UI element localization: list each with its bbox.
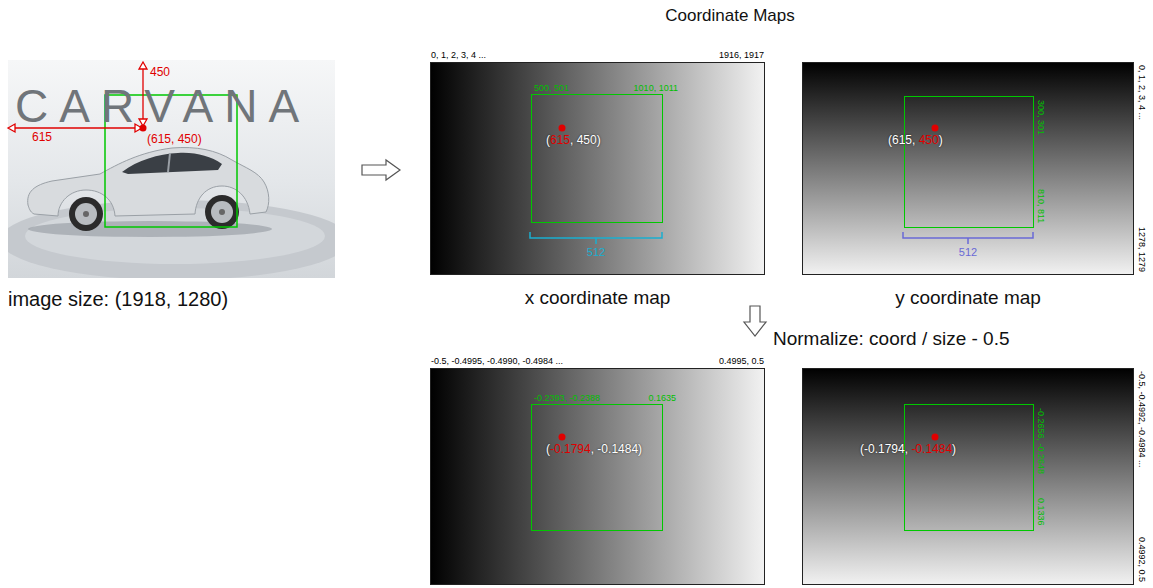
point-label-part: , -0.1484)	[591, 442, 642, 456]
crop-box: 500, 5011010, 1011	[531, 94, 663, 223]
axis-range-label: 0, 1, 2, 3, 4 ...	[1136, 65, 1147, 120]
point-label-part: 615	[550, 133, 570, 147]
point-dot	[559, 125, 566, 132]
crop-range-label: 810, 811	[1035, 189, 1046, 223]
watermark-text-part: CARVANA	[15, 80, 310, 132]
point-label-part: )	[939, 133, 943, 147]
point-dot	[559, 434, 566, 441]
down-arrow	[744, 306, 766, 336]
point-label: (615, 450)	[546, 134, 601, 148]
x-gradient	[430, 62, 765, 275]
crop-range-label: -0.2656, -0.2648	[1035, 408, 1046, 474]
point-label-part: (615, 450)	[147, 132, 202, 146]
size-label: 512	[587, 246, 605, 259]
normalized-map-panel: -0.5, -0.4992, -0.4984 ...0.4992, 0.5-0.…	[802, 368, 1134, 585]
point-label: (615, 450)	[147, 133, 202, 147]
dimension-label-part: 615	[32, 130, 52, 144]
crop-box: -0.2393, -0.23880.1635	[531, 404, 663, 531]
y-gradient	[802, 368, 1134, 585]
crop-range-label: 500, 501	[534, 83, 569, 93]
map-caption: y coordinate map	[803, 287, 1133, 309]
point-label-part: (	[546, 133, 550, 147]
hollow-arrow	[362, 160, 400, 180]
crop-range-label: 0.1635	[648, 393, 676, 403]
point-label: (615, 450)	[888, 134, 943, 148]
x-gradient	[430, 368, 765, 585]
size-bracket	[530, 232, 662, 244]
step-label: Normalize: coord / size - 0.5	[773, 328, 1010, 350]
crop-box: -0.2656, -0.26480.1336	[904, 404, 1034, 531]
coordinate-map-panel: x coordinate map0, 1, 2, 3, 4 ...1916, 1…	[430, 62, 765, 275]
size-label-part: 512	[959, 246, 977, 258]
point-label-part: (	[546, 442, 550, 456]
axis-range-label: 0.4992, 0.5	[1136, 537, 1147, 582]
point-dot	[932, 434, 939, 441]
point-label-part: )	[952, 442, 956, 456]
dimension-label: 615	[32, 131, 52, 145]
car-photo	[8, 60, 335, 278]
coordinate-map-panel: y coordinate map0, 1, 2, 3, 4 ...1278, 1…	[802, 62, 1134, 275]
axis-range-label: 1278, 1279	[1136, 227, 1147, 272]
size-label-part: 512	[587, 246, 605, 258]
step-label-part: Normalize: coord / size - 0.5	[773, 328, 1010, 349]
axis-range-label: 0, 1, 2, 3, 4 ...	[431, 50, 486, 60]
axis-range-label: 0.4995, 0.5	[719, 356, 764, 366]
crop-range-label: 0.1336	[1035, 498, 1046, 526]
axis-range-label: 1916, 1917	[719, 50, 764, 60]
image-caption: image size: (1918, 1280)	[8, 288, 228, 311]
watermark-text: CARVANA	[15, 83, 310, 129]
point-label-part: (615,	[888, 133, 919, 147]
diagram-title: Coordinate Maps	[560, 6, 900, 26]
crop-range-label: 300, 301	[1035, 100, 1046, 135]
point-dot	[932, 125, 939, 132]
point-label-part: -0.1794	[550, 442, 591, 456]
crop-range-label: 1010, 1011	[634, 83, 678, 93]
dimension-label-part: 450	[150, 65, 170, 79]
map-caption: x coordinate map	[431, 287, 764, 309]
size-label: 512	[959, 246, 977, 259]
dimension-label: 450	[150, 66, 170, 80]
axis-range-label: -0.5, -0.4992, -0.4984 ...	[1136, 371, 1147, 468]
point-label: (-0.1794, -0.1484)	[860, 443, 956, 457]
point-label-part: 450	[919, 133, 939, 147]
point-label-part: (-0.1794,	[860, 442, 911, 456]
point-label-part: -0.1484	[911, 442, 952, 456]
y-gradient	[802, 62, 1134, 275]
normalized-map-panel: -0.5, -0.4995, -0.4990, -0.4984 ...0.499…	[430, 368, 765, 585]
point-label-part: , 450)	[570, 133, 601, 147]
size-bracket	[903, 232, 1033, 244]
crop-range-label: -0.2393, -0.2388	[534, 393, 600, 403]
crop-box: 300, 301810, 811	[904, 96, 1034, 228]
axis-range-label: -0.5, -0.4995, -0.4990, -0.4984 ...	[431, 356, 563, 366]
point-label: (-0.1794, -0.1484)	[546, 443, 642, 457]
